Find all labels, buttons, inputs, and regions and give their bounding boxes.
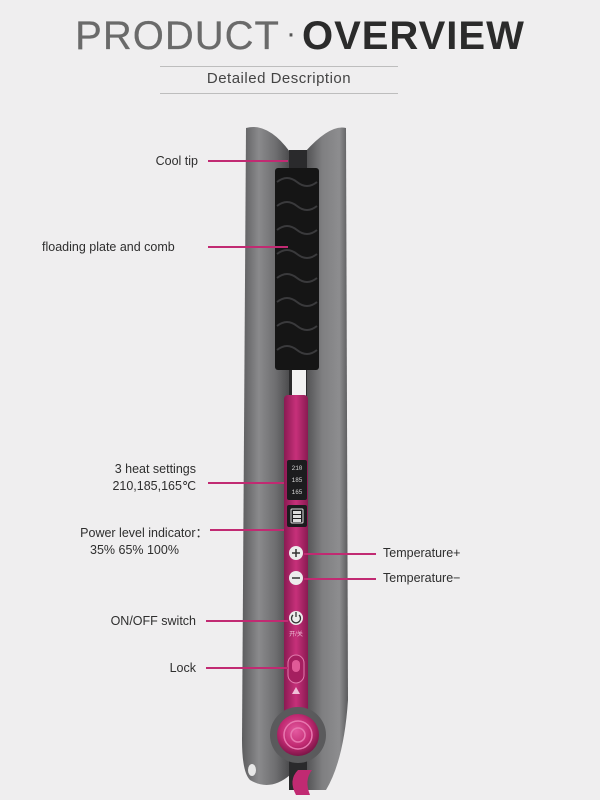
callout-temperature-minus: Temperature−: [383, 571, 461, 585]
floating-plate: [275, 168, 319, 370]
leader-onoff-switch: [206, 620, 288, 622]
display-reading: 210: [292, 465, 303, 472]
subtitle-top-rule: [160, 66, 398, 67]
title-product: PRODUCT: [75, 14, 280, 58]
indicator-light: [248, 764, 256, 776]
leader-heat-settings: [208, 482, 284, 484]
title-overview: OVERVIEW: [301, 14, 525, 58]
leader-temperature-plus: [304, 553, 376, 555]
leader-floading-plate: [208, 246, 288, 248]
leader-power-indicator: [210, 529, 284, 531]
subtitle: Detailed Description: [206, 70, 352, 87]
leader-cool-tip: [208, 160, 288, 162]
display-reading: 185: [292, 477, 303, 484]
callout-heat-settings-line2: 210,185,165℃: [112, 479, 196, 493]
callout-cool-tip: Cool tip: [155, 154, 198, 168]
callout-lock: Lock: [169, 661, 196, 675]
callout-power-indicator-line1: Power level indicator：: [80, 526, 208, 540]
page-title: PRODUCT·OVERVIEW: [0, 14, 600, 59]
subtitle-bottom-rule: [160, 93, 398, 94]
callout-floading-plate: floading plate and comb: [42, 240, 175, 254]
callout-power-indicator-line2: 35% 65% 100%: [90, 543, 179, 557]
plate-bracket: [292, 370, 306, 396]
swivel-knob: [277, 714, 319, 756]
lock-symbol-icon: [292, 687, 300, 694]
callout-temperature-plus: Temperature+: [383, 546, 461, 560]
cord-base: [292, 770, 312, 795]
led-display: [287, 460, 307, 500]
callout-heat-settings-line1: 3 heat settings: [114, 462, 196, 476]
power-icon: [290, 612, 302, 624]
leader-lock: [206, 667, 288, 669]
leader-temperature-minus: [304, 578, 376, 580]
title-separator: ·: [285, 17, 296, 50]
callout-onoff-switch: ON/OFF switch: [110, 614, 196, 628]
plus-icon: [292, 549, 300, 557]
switch-caption: 开/关: [289, 630, 303, 638]
display-reading: 165: [292, 489, 303, 496]
